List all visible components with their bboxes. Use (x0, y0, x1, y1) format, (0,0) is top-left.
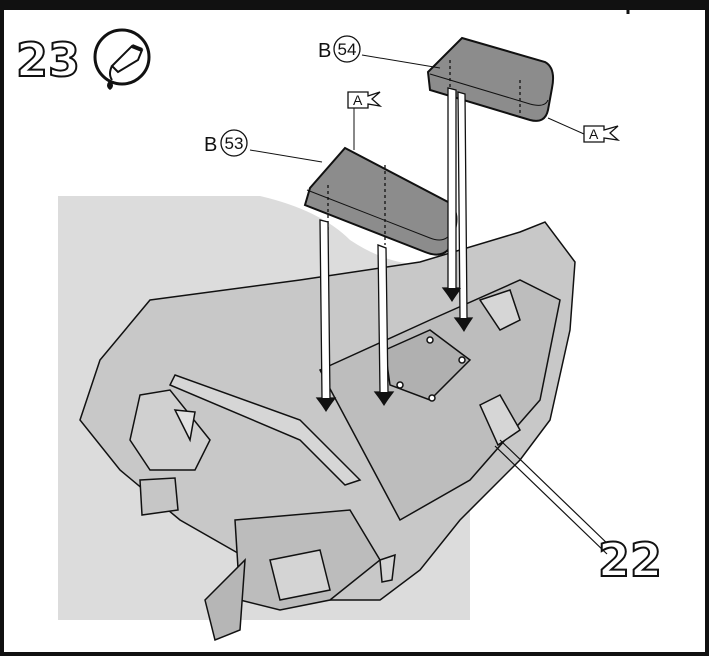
top-bar (0, 0, 709, 9)
step-number: 23 (16, 33, 80, 87)
arrow-heads (317, 288, 472, 412)
svg-text:A: A (589, 126, 599, 142)
target-part-label: 22 (598, 533, 662, 587)
label-b53: B 53 (204, 129, 248, 157)
glue-tube-icon (93, 28, 151, 90)
label-b54: B 54 (318, 35, 361, 63)
flag-a-right: A (547, 117, 621, 143)
svg-text:B: B (318, 40, 331, 62)
svg-text:54: 54 (338, 40, 357, 59)
svg-text:A: A (353, 92, 363, 108)
svg-text:B: B (204, 134, 217, 156)
leader-line-22 (499, 439, 613, 549)
chassis-part-22 (79, 221, 576, 642)
leader-line-b53 (249, 149, 323, 163)
svg-text:53: 53 (225, 134, 244, 153)
leader-line-b54 (361, 54, 441, 69)
leader-line-22b (494, 445, 608, 555)
flag-a-top: A (347, 91, 383, 150)
